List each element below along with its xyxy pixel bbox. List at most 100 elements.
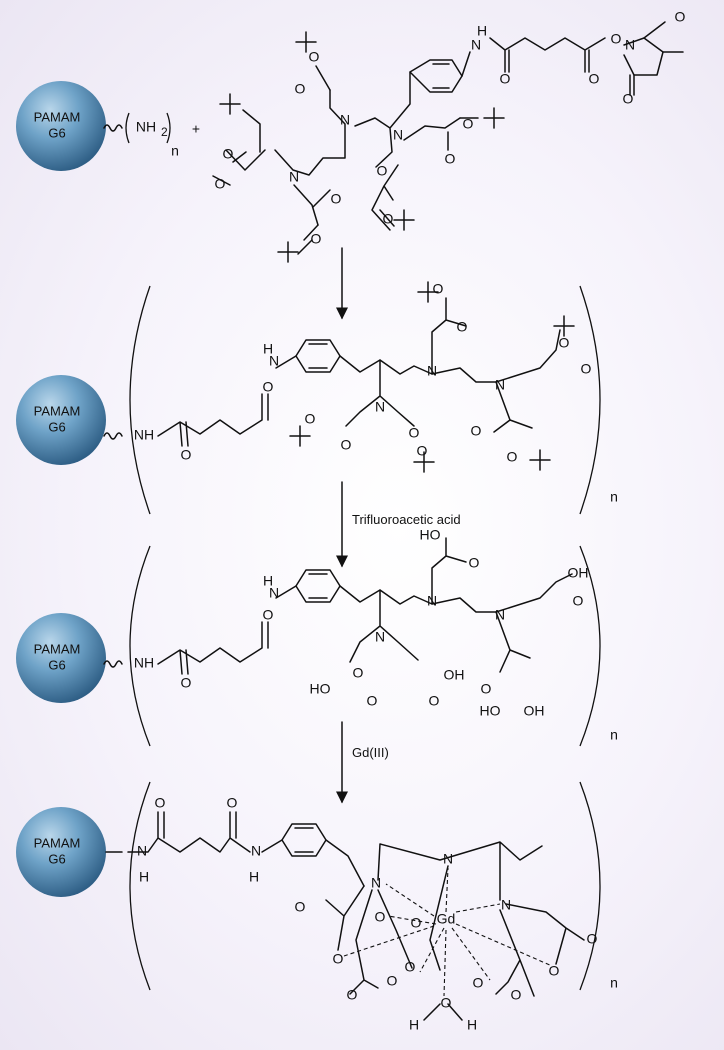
r4-o-8: O [347,987,358,1003]
r2-o-7: O [305,411,316,427]
r2-o-6: O [581,361,592,377]
r1-n-4: N [471,37,481,53]
r4-h-4: H [467,1017,477,1033]
r1-o-1: O [309,49,320,65]
r3-ho-2: HO [310,681,331,697]
r4-o-6: O [411,915,422,931]
bracket-3-left [129,545,151,747]
r3-ho-1: HO [420,527,441,543]
sphere-3-label-line1: PAMAM [34,641,81,656]
r1-o-13: O [611,31,622,47]
r3-oh-3: OH [524,703,545,719]
r2-o-3: O [433,281,444,297]
r2-o-1: O [181,447,192,463]
r1-h-1: H [477,23,487,39]
r1-o-14: O [675,9,686,25]
r1-o-15: O [623,91,634,107]
r1-o-3: O [223,146,234,162]
bracket-4-left [129,781,151,991]
r3-o-2: O [263,607,274,623]
sphere-2-label-line1: PAMAM [34,403,81,418]
r1-o-9: O [463,116,474,132]
r4-o-4: O [333,951,344,967]
r2-o-11: O [471,423,482,439]
dendrimer-sphere-1: PAMAM G6 [16,81,106,171]
wavy-bond-3 [103,660,123,668]
dendrimer-sphere-2: PAMAM G6 [16,375,106,465]
dendrimer-sphere-4: PAMAM G6 [16,807,106,897]
amine-subscript: 2 [161,125,168,139]
r2-o-2: O [263,379,274,395]
r4-o-2: O [227,795,238,811]
r1-o-6: O [311,231,322,247]
amine-label: NH [136,119,156,135]
bracket-3-n: n [610,727,618,743]
bracket-4-right [579,781,601,991]
plus-sign: + [192,121,200,137]
bracket-2-n: n [610,489,618,505]
r2-n-4: N [495,377,505,393]
sphere-3-label-line2: G6 [48,657,65,672]
r2-n-2: N [375,399,385,415]
r1-o-5: O [331,191,342,207]
r3-o-3: O [469,555,480,571]
r3-n-1: N [269,585,279,601]
reagent-tfa: Trifluoroacetic acid [352,512,461,527]
wavy-bond-2 [103,432,123,440]
r4-n-3: N [371,875,381,891]
wavy-bond-1 [103,124,123,132]
amine-bracket-right [166,112,171,144]
r4-h-3: H [409,1017,419,1033]
r2-o-12: O [507,449,518,465]
r3-h-1: H [263,573,273,589]
r2-o-8: O [341,437,352,453]
r3-o-1: O [181,675,192,691]
r1-n-5: N [625,37,635,53]
r4-o-3: O [295,899,306,915]
reagent-gd: Gd(III) [352,745,389,760]
r4-o-1: O [155,795,166,811]
r3-o-8: O [429,693,440,709]
r3-o-6: O [481,681,492,697]
r2-h-1: H [263,341,273,357]
r3-o-7: O [367,693,378,709]
r1-o-12: O [589,71,600,87]
r1-o-4: O [215,176,226,192]
r3-ho-3: HO [480,703,501,719]
sphere-1-label-line2: G6 [48,125,65,140]
r4-o-14: O [441,995,452,1011]
r2-n-3: N [427,363,437,379]
bracket-4-n: n [610,975,618,991]
r1-o-10: O [445,151,456,167]
gd-complex-conjugate: O N H O N H N N N Gd O O O O O O O O O O… [127,795,598,1033]
bracket-2-right [579,285,601,515]
r1-o-11: O [500,71,511,87]
r3-oh-1: OH [568,565,589,581]
r3-n-4: N [495,607,505,623]
r3-oh-2: OH [444,667,465,683]
r4-o-10: O [473,975,484,991]
sphere-4-label-line2: G6 [48,851,65,866]
r2-o-9: O [409,425,420,441]
protected-chelator-reagent: O O N N N O O O O O O O O H N O O O N O … [212,9,686,263]
r4-gd: Gd [437,911,456,927]
r4-o-12: O [549,963,560,979]
r3-n-2: N [375,629,385,645]
r1-n-1: N [340,112,350,128]
bracket-3-right [579,545,601,747]
r2-o-10: O [417,443,428,459]
r1-n-3: N [289,169,299,185]
r1-o-8: O [383,211,394,227]
deprotected-conjugate: NH O O H N N N N HO O OH O O OH O OH O O… [134,527,589,719]
r1-o-2: O [295,81,306,97]
dendrimer-sphere-3: PAMAM G6 [16,613,106,703]
r4-o-11: O [511,987,522,1003]
amine-bracket-left [125,112,130,144]
r4-o-9: O [387,973,398,989]
r1-n-2: N [393,127,403,143]
r4-n-1: N [137,843,147,859]
r2-o-4: O [457,319,468,335]
bracket-2-left [129,285,151,515]
r4-o-13: O [587,931,598,947]
r4-n-4: N [443,851,453,867]
